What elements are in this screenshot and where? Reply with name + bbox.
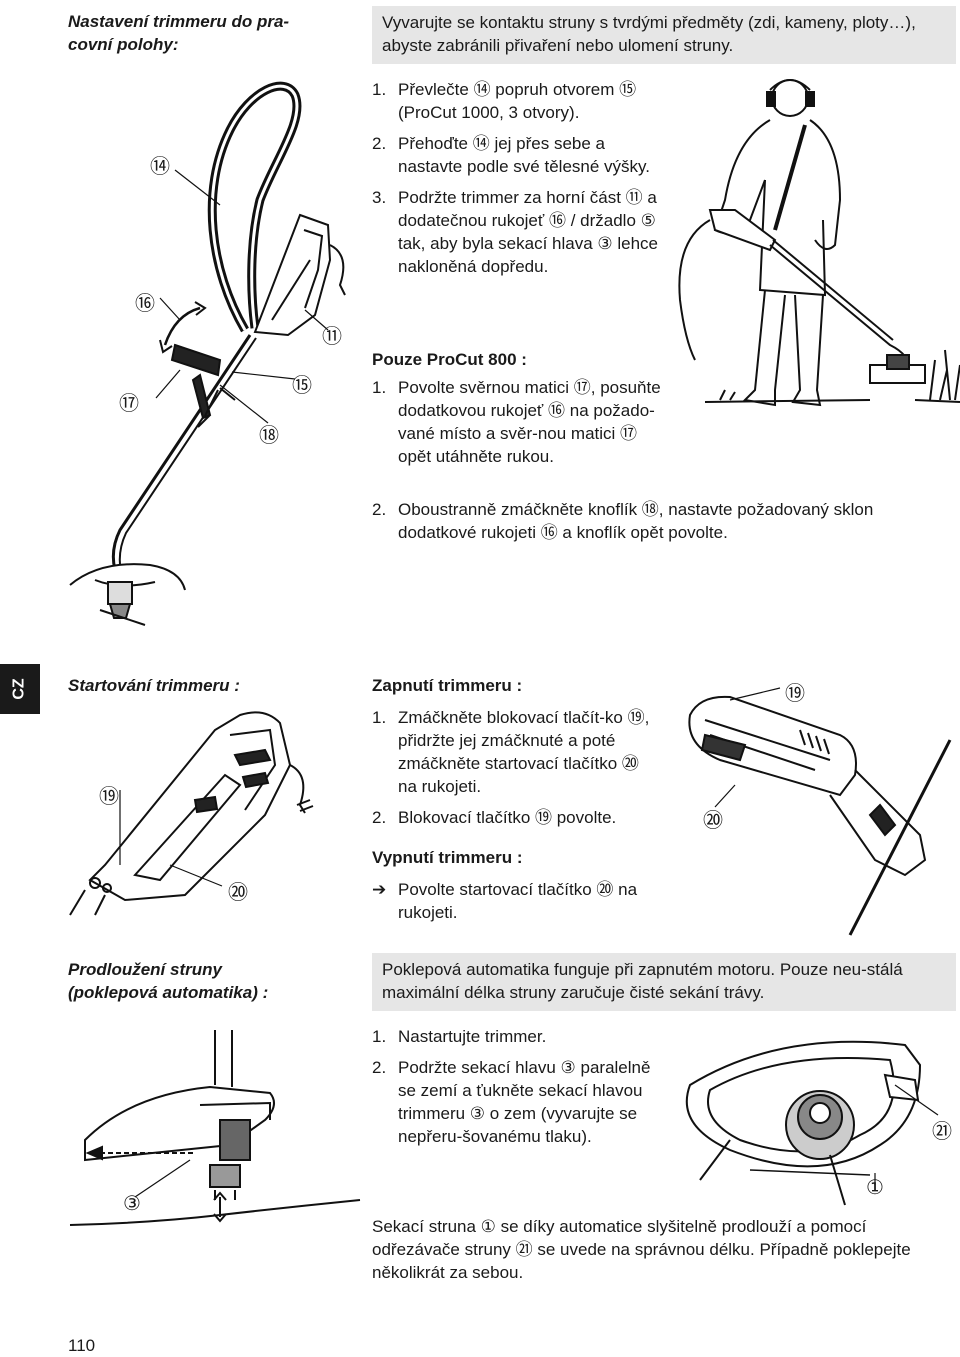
motor-housing-illustration	[69, 711, 314, 916]
bump-feed-illustration	[69, 1030, 361, 1226]
callout-1: ①	[866, 1177, 884, 1199]
callout-20-housing: ⑳	[228, 882, 248, 904]
list-item: 2.Podržte sekací hlavu ③ paralelně se ze…	[372, 1058, 651, 1146]
switch-on-steps: 1.Zmáčkněte blokovací tlačít-ko ⑲, přidr…	[372, 706, 657, 837]
list-item: ➔Povolte startovací tlačítko ⑳ na rukoje…	[372, 880, 638, 922]
list-item: 2.Blokovací tlačítko ⑲ povolte.	[372, 808, 617, 827]
page-number: 110	[68, 1336, 96, 1355]
callout-17: ⑰	[119, 393, 139, 415]
switch-off-subheading: Vypnutí trimmeru :	[372, 848, 523, 867]
callout-19-handle: ⑲	[785, 683, 805, 705]
callout-18: ⑱	[259, 425, 279, 447]
callout-20-handle: ⑳	[703, 810, 723, 832]
setup-steps: 1.Převlečte ⑭ popruh otvorem ⑮ (ProCut 1…	[372, 78, 662, 286]
section-heading-extend: Prodloužení struny (poklepová automatika…	[68, 960, 269, 1002]
trimmer-with-strap-illustration	[69, 81, 346, 626]
cutting-head-illustration	[685, 1040, 939, 1206]
callout-21: ㉑	[932, 1121, 952, 1143]
procut-subheading: Pouze ProCut 800 :	[372, 350, 527, 369]
switch-off-steps: ➔Povolte startovací tlačítko ⑳ na rukoje…	[372, 878, 657, 932]
callout-11: ⑪	[322, 326, 342, 348]
list-item: 1.Převlečte ⑭ popruh otvorem ⑮ (ProCut 1…	[372, 80, 637, 122]
section-heading-setup: Nastavení trimmeru do pra- covní polohy:	[68, 12, 290, 54]
list-item: 1.Zmáčkněte blokovací tlačít-ko ⑲, přidr…	[372, 708, 650, 796]
callout-3: ③	[123, 1193, 141, 1215]
list-item: 1.Nastartujte trimmer.	[372, 1027, 547, 1046]
list-item: 3.Podržte trimmer za horní část ⑪ a doda…	[372, 188, 658, 276]
callout-14: ⑭	[150, 156, 170, 178]
switch-on-subheading: Zapnutí trimmeru :	[372, 676, 523, 695]
info-note-extend: Poklepová automatika funguje při zapnuté…	[372, 953, 956, 1011]
handle-switch-illustration	[688, 687, 952, 936]
callout-19-housing: ⑲	[99, 786, 119, 808]
language-tab: CZ	[0, 664, 40, 714]
list-item: 2.Přehoďte ⑭ jej přes sebe a nastavte po…	[372, 134, 650, 176]
callout-15: ⑮	[292, 375, 312, 397]
person-using-trimmer-illustration	[678, 79, 960, 407]
section-heading-start: Startování trimmeru :	[68, 676, 240, 695]
extend-steps: 1.Nastartujte trimmer. 2.Podržte sekací …	[372, 1025, 652, 1156]
callout-16: ⑯	[135, 293, 155, 315]
warning-note-setup: Vyvarujte se kontaktu struny s tvrdými p…	[372, 6, 956, 64]
procut-step-2: 2.Oboustranně zmáčkněte knoflík ⑱, nasta…	[372, 500, 874, 542]
procut-step-1: 1.Povolte svěrnou matici ⑰, posuňte doda…	[372, 378, 661, 466]
closing-paragraph: Sekací struna ① se díky automatice slyši…	[372, 1217, 911, 1282]
